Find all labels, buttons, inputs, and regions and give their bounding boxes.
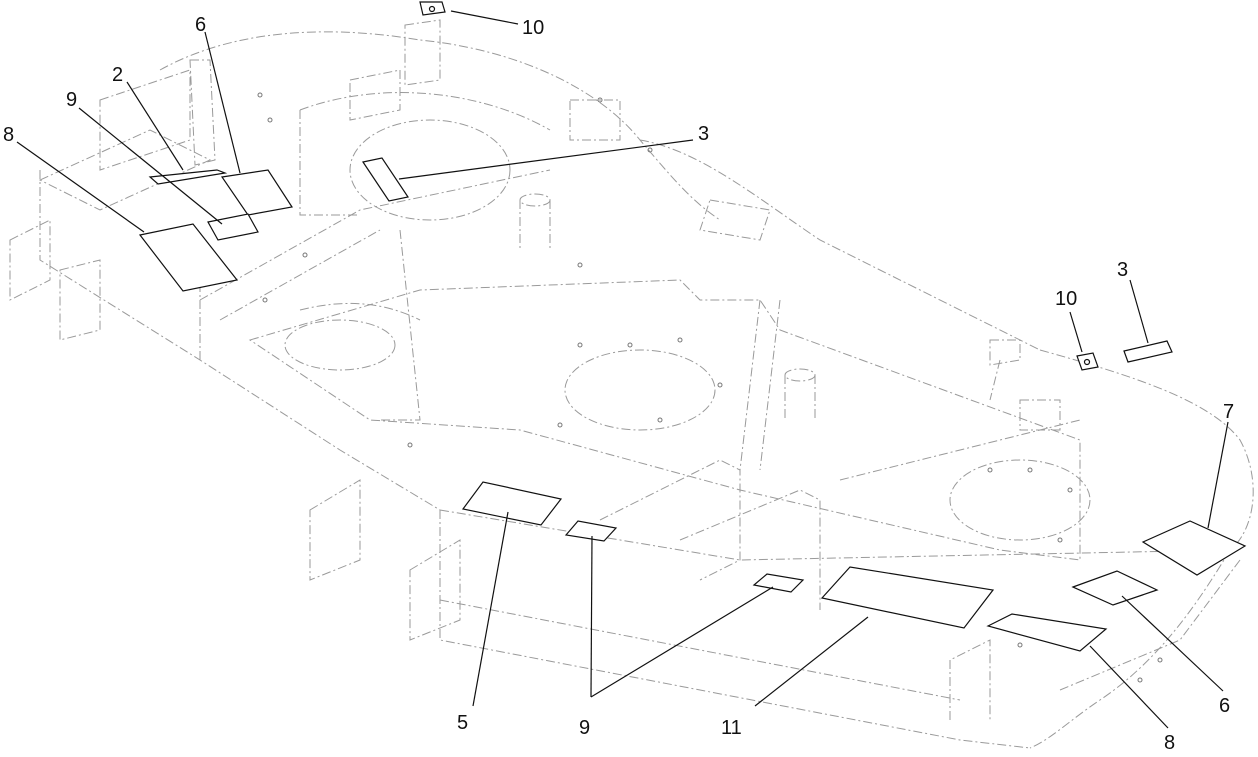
callout-6-right: 6	[1219, 695, 1230, 717]
callout-6-top: 6	[195, 14, 206, 36]
decal-6-right	[1071, 570, 1159, 606]
decal-10-top-hole	[428, 5, 436, 13]
decal-9-bottom-right	[752, 573, 805, 593]
decal-7	[1141, 520, 1247, 576]
decal-3-center	[362, 157, 409, 202]
callout-10-top: 10	[522, 17, 544, 39]
deck-holes	[257, 92, 1163, 683]
decal-3-right	[1123, 340, 1173, 363]
callout-10-right: 10	[1055, 288, 1077, 310]
decal-2	[148, 169, 228, 185]
decals	[138, 1, 1247, 652]
leader-lines	[16, 10, 1229, 729]
callout-5: 5	[457, 712, 468, 734]
callout-2: 2	[112, 64, 123, 86]
decal-8-top	[138, 223, 239, 292]
decal-9-bottom-left	[564, 520, 618, 542]
callout-9-bottom: 9	[579, 717, 590, 739]
callouts: 10 6 2 9 8 3 3 10 7 6 8 5 9 11	[3, 14, 1234, 754]
decal-6-top	[220, 169, 293, 216]
callout-9-top: 9	[66, 89, 77, 111]
callout-7: 7	[1223, 401, 1234, 423]
deck-outline	[9, 19, 1254, 749]
callout-11: 11	[721, 717, 742, 739]
decal-11	[820, 566, 995, 629]
decal-8-right	[986, 613, 1108, 652]
decal-10-right-hole	[1083, 358, 1091, 366]
callout-8-right: 8	[1164, 732, 1175, 754]
decal-9-top	[207, 213, 259, 241]
callout-3-right: 3	[1117, 259, 1128, 281]
callout-8-top: 8	[3, 124, 14, 146]
decal-5	[461, 481, 563, 526]
callout-3-center: 3	[698, 123, 709, 145]
